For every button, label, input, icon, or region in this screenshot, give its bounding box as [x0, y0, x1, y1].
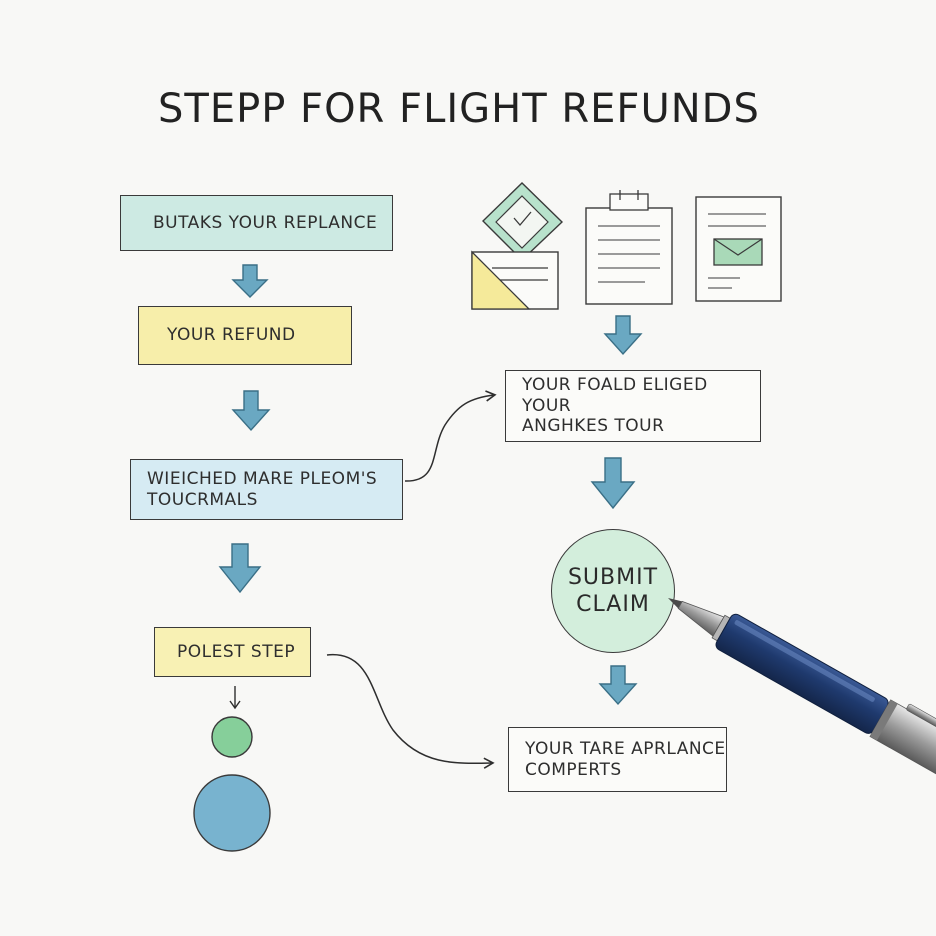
eligibility-box-line-2: ANGHKES TOUR — [522, 416, 665, 437]
down-arrow-1 — [231, 264, 269, 298]
step-box-3: WIEICHED MARE PLEOM'S TOUCRMALS — [130, 459, 403, 520]
submit-claim-line-2: CLAIM — [576, 592, 650, 617]
step-box-3-line-2: TOUCRMALS — [147, 489, 258, 510]
step-box-1-label: BUTAKS YOUR REPLANCE — [153, 212, 378, 233]
completion-box: YOUR TARE APRLANCE COMPERTS — [508, 727, 727, 792]
curved-connector-lower — [326, 654, 495, 769]
down-arrow-3 — [218, 543, 262, 594]
small-down-arrow — [229, 686, 241, 710]
down-arrow-6 — [598, 665, 638, 706]
down-arrow-4 — [603, 315, 643, 356]
down-arrow-5 — [590, 457, 636, 510]
step-box-2: YOUR REFUND — [138, 306, 352, 365]
clipboard-document-icon — [585, 190, 673, 305]
step-box-2-label: YOUR REFUND — [167, 325, 296, 346]
step-box-3-line-1: WIEICHED MARE PLEOM'S — [147, 469, 378, 490]
boarding-pass-icon — [471, 182, 564, 310]
submit-claim-node: SUBMIT CLAIM — [551, 529, 675, 653]
large-blue-circle — [193, 774, 271, 852]
eligibility-box-line-1: YOUR FOALD ELIGED YOUR — [522, 375, 708, 416]
down-arrow-2 — [231, 390, 271, 432]
submit-claim-line-1: SUBMIT — [567, 564, 659, 590]
curved-connector-upper — [404, 390, 497, 482]
step-box-4: POLEST STEP — [154, 627, 311, 677]
step-box-1: BUTAKS YOUR REPLANCE — [120, 195, 393, 251]
email-document-icon — [695, 196, 782, 302]
step-box-4-label: POLEST STEP — [177, 641, 296, 662]
eligibility-box: YOUR FOALD ELIGED YOUR ANGHKES TOUR — [505, 370, 761, 442]
completion-box-line-2: COMPERTS — [525, 759, 622, 780]
diagram-title: STEPP FOR FLIGHT REFUNDS — [158, 86, 760, 132]
completion-box-line-1: YOUR TARE APRLANCE — [525, 739, 726, 760]
small-green-circle — [211, 716, 253, 758]
pen-icon — [668, 598, 936, 792]
